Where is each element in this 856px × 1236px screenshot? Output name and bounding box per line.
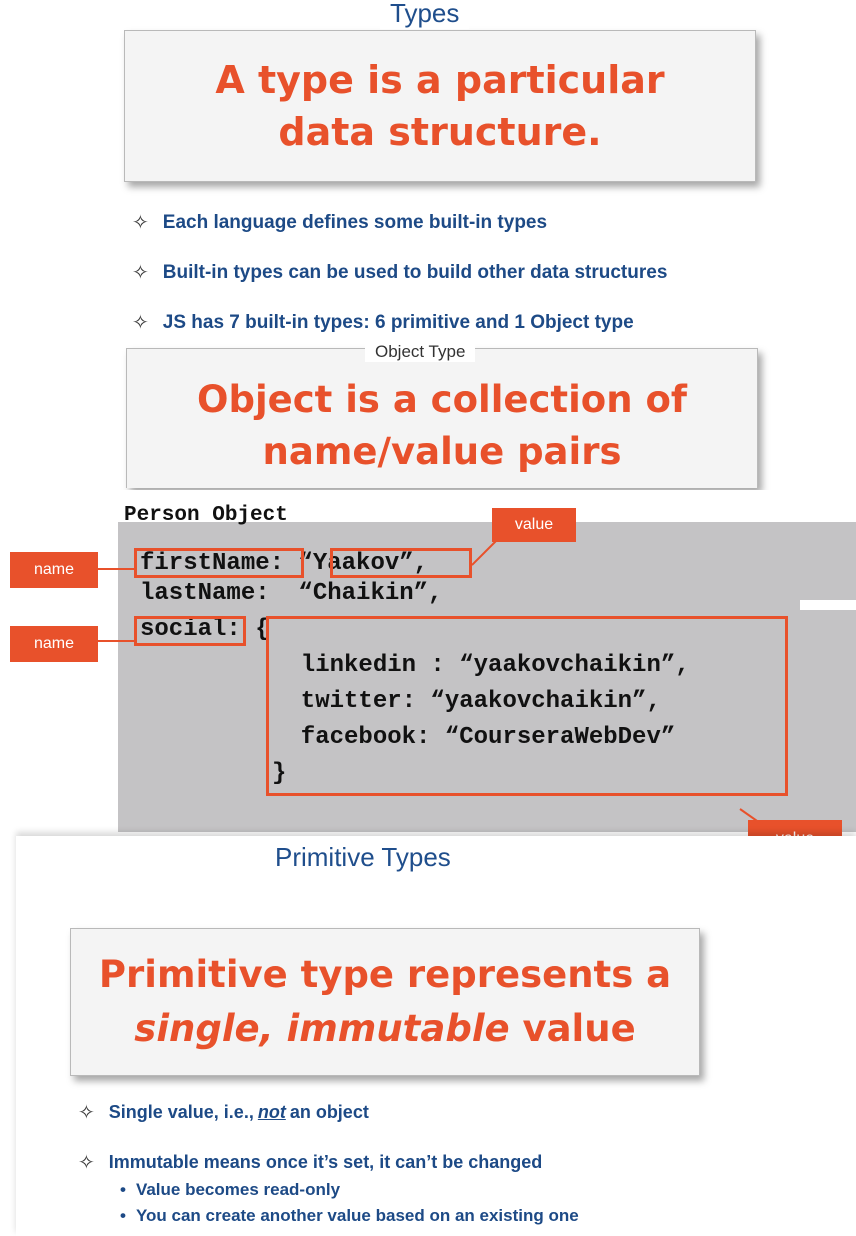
- code-line-2: lastName: “Chaikin”,: [140, 580, 443, 607]
- code-panel-notch: [640, 490, 856, 522]
- slide2-title-line2: name/value pairs: [262, 429, 622, 473]
- slide1-title-line2: data structure.: [278, 110, 602, 154]
- code-line-7: }: [272, 760, 287, 787]
- code-line-1: firstName: “Yaakov”,: [140, 550, 429, 577]
- slide4-title-rest: value: [509, 1007, 636, 1050]
- code-line-5: twitter: “yaakovchaikin”,: [272, 688, 661, 715]
- slide1-bullet-2: ✧ Built-in types can be used to build ot…: [132, 260, 667, 285]
- bullet-text: JS has 7 built-in types: 6 primitive and…: [162, 311, 634, 333]
- slide4-title-italic: single, immutable: [134, 1007, 510, 1050]
- bullet-text-pre: Single value, i.e.,: [108, 1102, 254, 1122]
- code-panel: [118, 522, 856, 832]
- sub-text: Value becomes read-only: [135, 1180, 341, 1199]
- code-line-6: facebook: “CourseraWebDev”: [272, 724, 676, 751]
- slide1-bullet-3: ✧ JS has 7 built-in types: 6 primitive a…: [132, 310, 634, 335]
- sub-bullet-dot-icon: •: [120, 1206, 126, 1225]
- highlight-social-value: [266, 616, 788, 796]
- slide4-bullet-2: ✧ Immutable means once it’s set, it can’…: [78, 1150, 542, 1175]
- bullet-star-icon: ✧: [132, 312, 149, 334]
- bullet-star-icon: ✧: [78, 1102, 95, 1124]
- code-line-4: linkedin : “yaakovchaikin”,: [272, 652, 690, 679]
- slide4-bullet-1: ✧ Single value, i.e., not an object: [78, 1100, 369, 1125]
- bullet-star-icon: ✧: [78, 1152, 95, 1174]
- slide4-heading: Primitive Types: [275, 842, 451, 872]
- bullet-text-post: an object: [289, 1102, 369, 1122]
- sub-text: You can create another value based on an…: [135, 1206, 579, 1225]
- sub-bullet-dot-icon: •: [120, 1180, 126, 1199]
- bullet-star-icon: ✧: [132, 212, 149, 234]
- name-tag-1: name: [10, 552, 98, 588]
- highlight-yaakov: [330, 548, 472, 578]
- slide2-title-box: Object is a collection of name/value pai…: [126, 348, 758, 488]
- slide1-title-line1: A type is a particular: [215, 58, 665, 102]
- name-tag-1-connector: [98, 568, 134, 570]
- slide1-title-box: A type is a particular data structure.: [124, 30, 756, 182]
- slide4-sub-2: • You can create another value based on a…: [120, 1206, 579, 1226]
- slide4-sub-1: • Value becomes read-only: [120, 1180, 340, 1200]
- code-panel-notch-2: [800, 600, 856, 610]
- slide4-title-line2: single, immutable value: [134, 1002, 635, 1056]
- name-tag-2: name: [10, 626, 98, 662]
- bullet-text: Each language defines some built-in type…: [162, 211, 548, 233]
- highlight-social: [134, 616, 246, 646]
- bullet-star-icon: ✧: [132, 262, 149, 284]
- slide4-title-box: Primitive type represents a single, immu…: [70, 928, 700, 1076]
- slide2-heading: Object Type: [365, 342, 476, 362]
- bullet-text: Built-in types can be used to build othe…: [162, 261, 668, 283]
- bullet-text: Immutable means once it’s set, it can’t …: [108, 1152, 543, 1172]
- name-tag-2-connector: [98, 640, 134, 642]
- slide2-title-line1: Object is a collection of: [197, 377, 687, 421]
- bullet-text-em: not: [257, 1102, 286, 1122]
- highlight-firstname: [134, 548, 304, 578]
- value-tag-1: value: [492, 508, 576, 542]
- slide4-title-line1: Primitive type represents a: [98, 953, 672, 996]
- slide1-bullet-1: ✧ Each language defines some built-in ty…: [132, 210, 547, 235]
- slide1-heading: Types: [380, 0, 470, 29]
- code-title: Person Object: [124, 504, 288, 527]
